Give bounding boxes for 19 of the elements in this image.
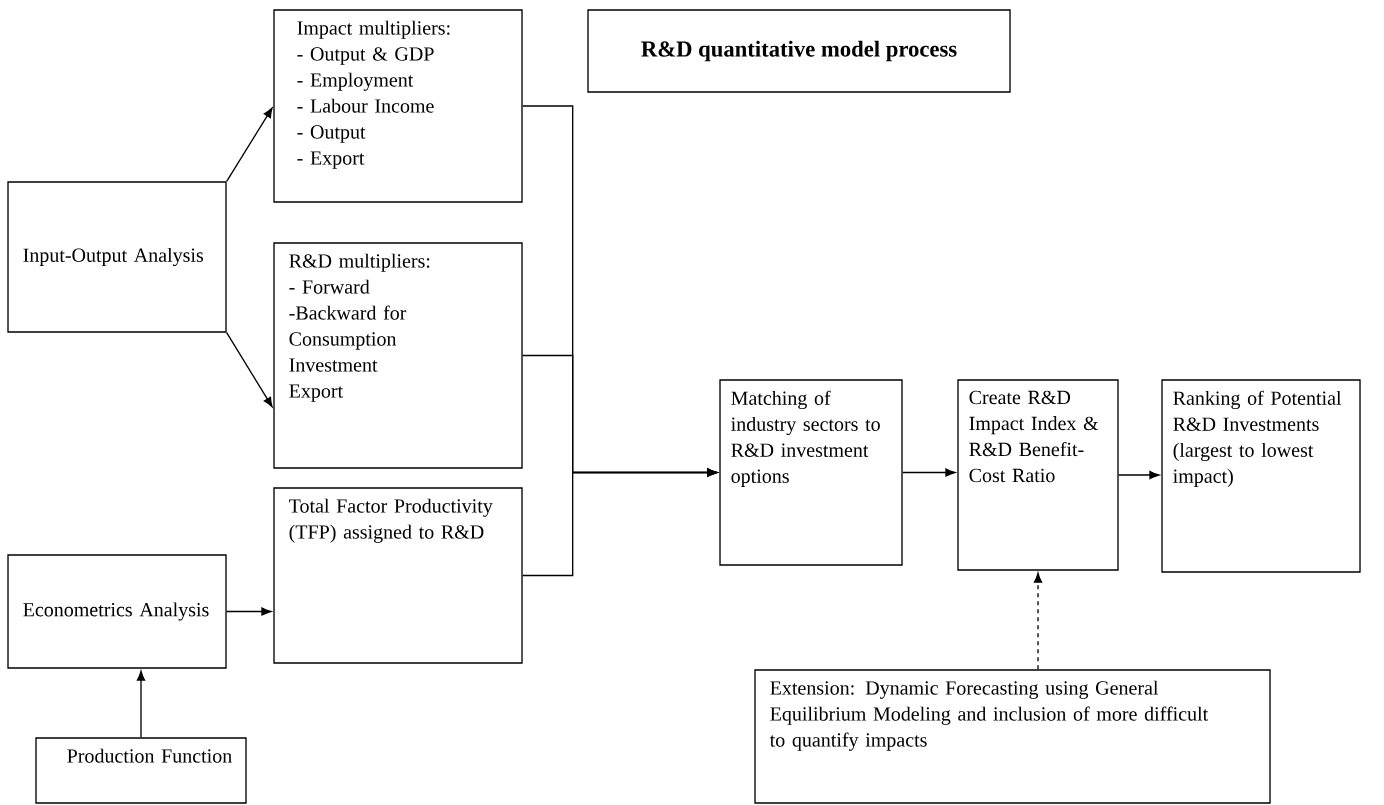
process-box: Input-Output Analysis (7, 181, 227, 333)
process-box: Create R&D Impact Index & R&D Benefit-Cost Ratio (957, 379, 1119, 571)
process-box: Extension: Dynamic Forecasting using General Equilibrium Modeling and inclusion of more difficult to quantify impacts (754, 669, 1271, 804)
arrow (226, 332, 273, 408)
arrow (522, 468, 718, 577)
arrow (136, 670, 146, 738)
process-box: Impact multipliers: - Output & GDP - Employment - Labour Income - Output - Export (273, 9, 523, 203)
process-box: Matching of industry sectors to R&D investment options (719, 379, 903, 566)
title-box: R&D quantitative model process (587, 9, 1011, 93)
arrow (1118, 470, 1160, 480)
process-box: Production Function (35, 737, 247, 804)
arrow (902, 468, 956, 477)
arrow (226, 107, 273, 182)
process-box: Ranking of Potential R&D Investments (largest to lowest impact) (1161, 379, 1361, 573)
arrow (226, 607, 272, 616)
process-box: R&D multipliers: - Forward -Backward for Consumption Investment Export (273, 242, 523, 469)
dashed-arrow (1033, 572, 1043, 670)
process-box: Econometrics Analysis (7, 554, 227, 669)
process-box: Total Factor Productivity (TFP) assigned to R&D (273, 487, 523, 664)
